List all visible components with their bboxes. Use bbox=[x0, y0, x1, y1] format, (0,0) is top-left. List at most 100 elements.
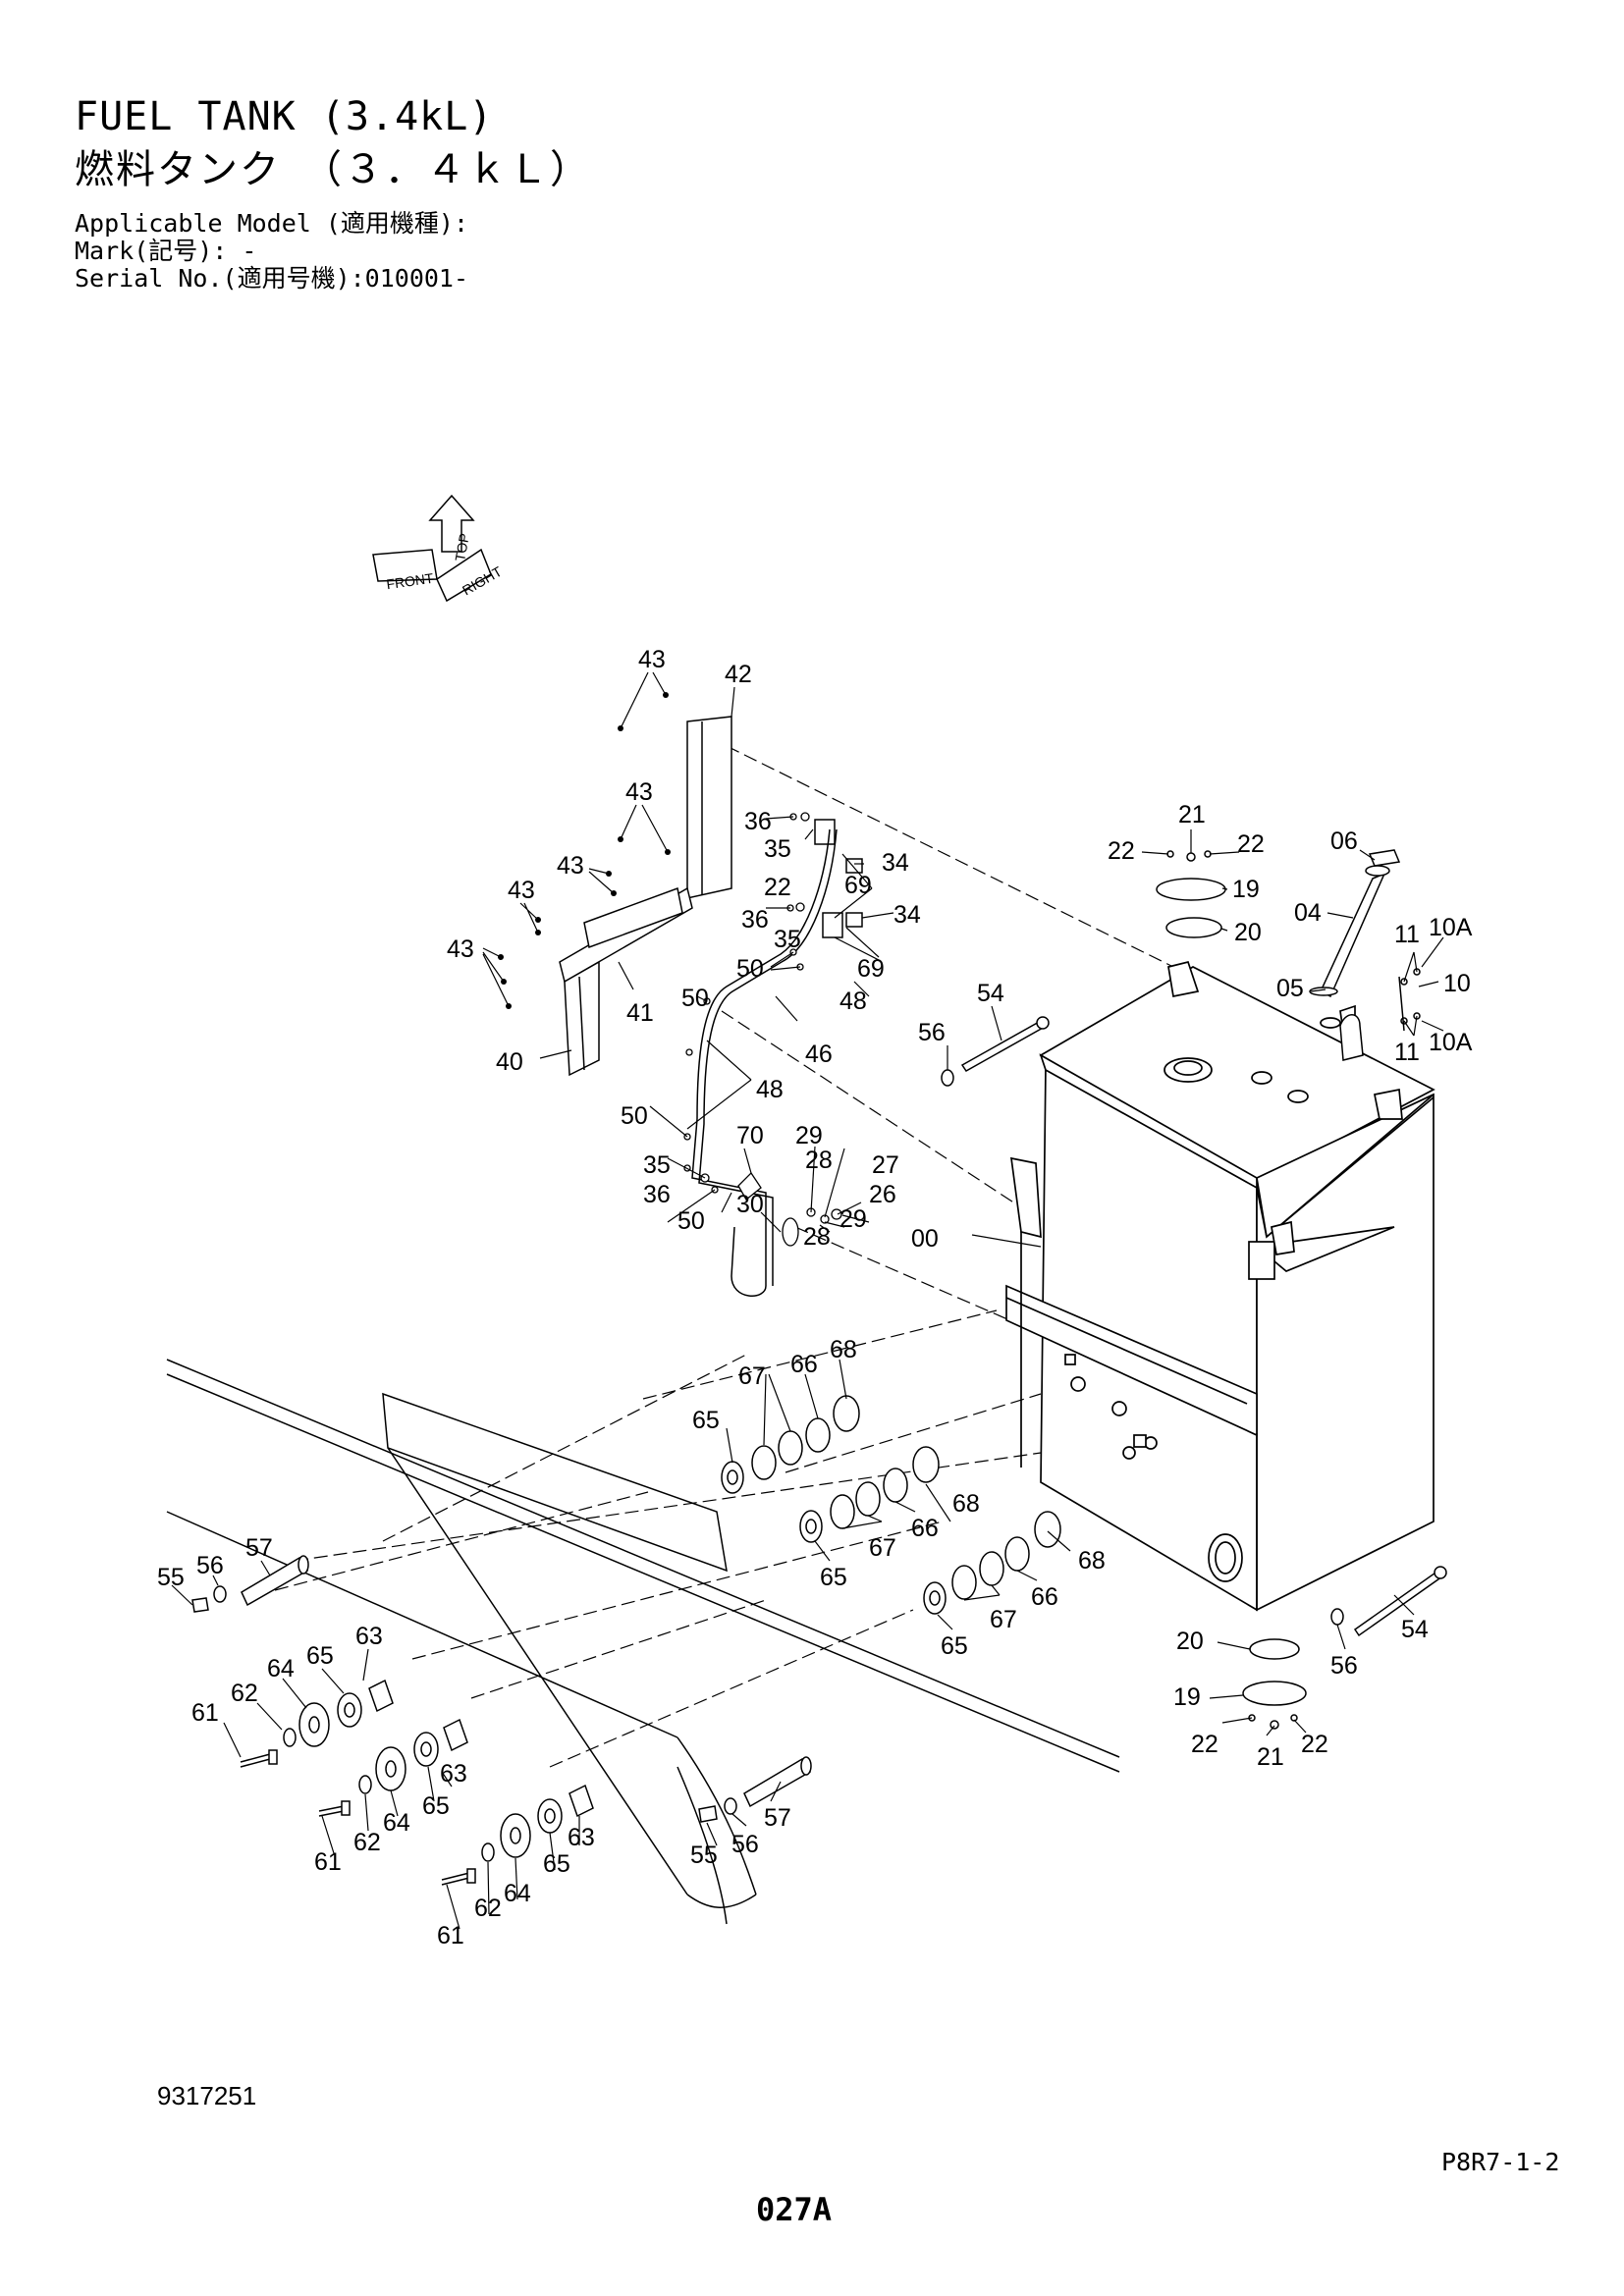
page-title: FUEL TANK (3.4kL) bbox=[75, 94, 494, 139]
callout-label: 43 bbox=[508, 877, 535, 904]
serial-number-label: Serial No.(適用号機):010001- bbox=[75, 264, 469, 293]
callout-label: 62 bbox=[353, 1829, 381, 1856]
leader-lines bbox=[171, 671, 1444, 1930]
callout-label: 29 bbox=[839, 1205, 867, 1233]
callout-label: 26 bbox=[869, 1181, 896, 1208]
callout-label: 19 bbox=[1232, 876, 1260, 903]
bracket-assembly bbox=[559, 716, 732, 1077]
callout-label: 04 bbox=[1294, 899, 1322, 927]
callout-label: 36 bbox=[643, 1181, 671, 1208]
callout-label: 65 bbox=[543, 1850, 570, 1878]
callout-label: 62 bbox=[231, 1680, 258, 1707]
callout-label: 36 bbox=[744, 808, 772, 835]
long-bolts bbox=[941, 1016, 1447, 1637]
callout-label: 64 bbox=[267, 1655, 295, 1682]
callout-label: 48 bbox=[839, 988, 867, 1015]
callout-label: 43 bbox=[638, 646, 666, 673]
callout-label: 43 bbox=[625, 778, 653, 806]
callout-label: 05 bbox=[1276, 975, 1304, 1002]
small-fittings bbox=[683, 812, 842, 1247]
callout-label: 68 bbox=[1078, 1547, 1106, 1575]
alignment-lines bbox=[274, 745, 1174, 1768]
callout-label: 69 bbox=[844, 872, 872, 899]
callout-label: 56 bbox=[731, 1831, 759, 1858]
callout-label: 35 bbox=[764, 835, 791, 863]
callout-label: 66 bbox=[911, 1515, 939, 1542]
callout-label: 41 bbox=[626, 999, 654, 1027]
callout-label: 68 bbox=[830, 1336, 857, 1363]
callout-label: 22 bbox=[1108, 837, 1135, 865]
callout-label: 40 bbox=[496, 1048, 523, 1076]
callout-label: 54 bbox=[977, 980, 1004, 1007]
callout-label: 42 bbox=[725, 661, 752, 688]
callout-label: 62 bbox=[474, 1895, 502, 1922]
callout-label: 35 bbox=[774, 926, 801, 953]
callout-label: 34 bbox=[893, 901, 921, 929]
callout-label: 56 bbox=[1330, 1652, 1358, 1680]
callout-label: 43 bbox=[557, 852, 584, 880]
callout-label: 65 bbox=[941, 1632, 968, 1660]
callout-label: 63 bbox=[568, 1824, 595, 1851]
callout-label: 11 bbox=[1394, 1039, 1420, 1066]
filler-neck-parts bbox=[1309, 849, 1421, 1061]
page-title-japanese: 燃料タンク （３．４ｋＬ） bbox=[75, 147, 591, 192]
callout-label: 20 bbox=[1176, 1628, 1204, 1655]
callout-label: 67 bbox=[869, 1534, 896, 1562]
callout-label: 68 bbox=[952, 1490, 980, 1518]
callout-label: 65 bbox=[692, 1407, 720, 1434]
fuel-tank-body bbox=[1005, 960, 1435, 1612]
callout-label: 66 bbox=[1031, 1583, 1058, 1611]
callout-label: 65 bbox=[820, 1564, 847, 1591]
callout-label: 22 bbox=[1191, 1731, 1218, 1758]
callout-label: 10 bbox=[1443, 970, 1471, 997]
callout-label: 55 bbox=[157, 1564, 185, 1591]
page-number: 027A bbox=[756, 2191, 833, 2228]
front-label: FRONT bbox=[385, 570, 434, 593]
callout-label: 67 bbox=[990, 1606, 1017, 1633]
callout-label: 27 bbox=[872, 1151, 899, 1179]
callout-label: 63 bbox=[440, 1760, 467, 1788]
mount-pins bbox=[191, 1555, 812, 1823]
callout-label: 57 bbox=[764, 1804, 791, 1832]
callout-label: 70 bbox=[736, 1122, 764, 1149]
callout-label: 64 bbox=[504, 1880, 531, 1907]
lower-mount-parts bbox=[240, 1679, 594, 1886]
callout-label: 61 bbox=[191, 1699, 219, 1727]
callout-label: 22 bbox=[1301, 1731, 1328, 1758]
callout-label: 35 bbox=[643, 1151, 671, 1179]
callout-label: 66 bbox=[790, 1351, 818, 1378]
top-label: TOP bbox=[452, 532, 472, 562]
callout-label: 61 bbox=[314, 1848, 342, 1876]
callout-label: 64 bbox=[383, 1809, 410, 1837]
callout-label: 19 bbox=[1173, 1683, 1201, 1711]
callout-label: 20 bbox=[1234, 919, 1262, 946]
reference-code: P8R7-1-2 bbox=[1441, 2148, 1560, 2176]
callout-label: 65 bbox=[422, 1792, 450, 1820]
callout-label: 50 bbox=[677, 1207, 705, 1235]
callout-label: 69 bbox=[857, 955, 885, 983]
callout-label: 57 bbox=[245, 1534, 273, 1562]
callout-label: 54 bbox=[1401, 1616, 1429, 1643]
callout-label: 21 bbox=[1178, 801, 1206, 828]
callout-label: 11 bbox=[1394, 921, 1420, 948]
callout-label: 63 bbox=[355, 1623, 383, 1650]
callout-label: 61 bbox=[437, 1922, 464, 1949]
orientation-indicator-icon: FRONT TOP RIGHT bbox=[372, 494, 505, 603]
callout-label: 50 bbox=[681, 985, 709, 1012]
callout-label: 28 bbox=[805, 1147, 833, 1174]
callout-label: 21 bbox=[1257, 1743, 1284, 1771]
callout-label: 06 bbox=[1330, 828, 1358, 855]
callout-label: 56 bbox=[918, 1019, 946, 1046]
callout-label: 29 bbox=[795, 1122, 823, 1149]
callout-label: 46 bbox=[805, 1041, 833, 1068]
callout-label: 34 bbox=[882, 849, 909, 877]
callout-label: 00 bbox=[911, 1225, 939, 1253]
callout-label: 30 bbox=[736, 1191, 764, 1218]
callout-label: 50 bbox=[736, 955, 764, 983]
callout-label: 56 bbox=[196, 1552, 224, 1579]
callout-label: 43 bbox=[447, 935, 474, 963]
callout-label: 36 bbox=[741, 906, 769, 934]
callout-label: 10A bbox=[1429, 1029, 1473, 1056]
callout-label: 22 bbox=[1237, 830, 1265, 858]
